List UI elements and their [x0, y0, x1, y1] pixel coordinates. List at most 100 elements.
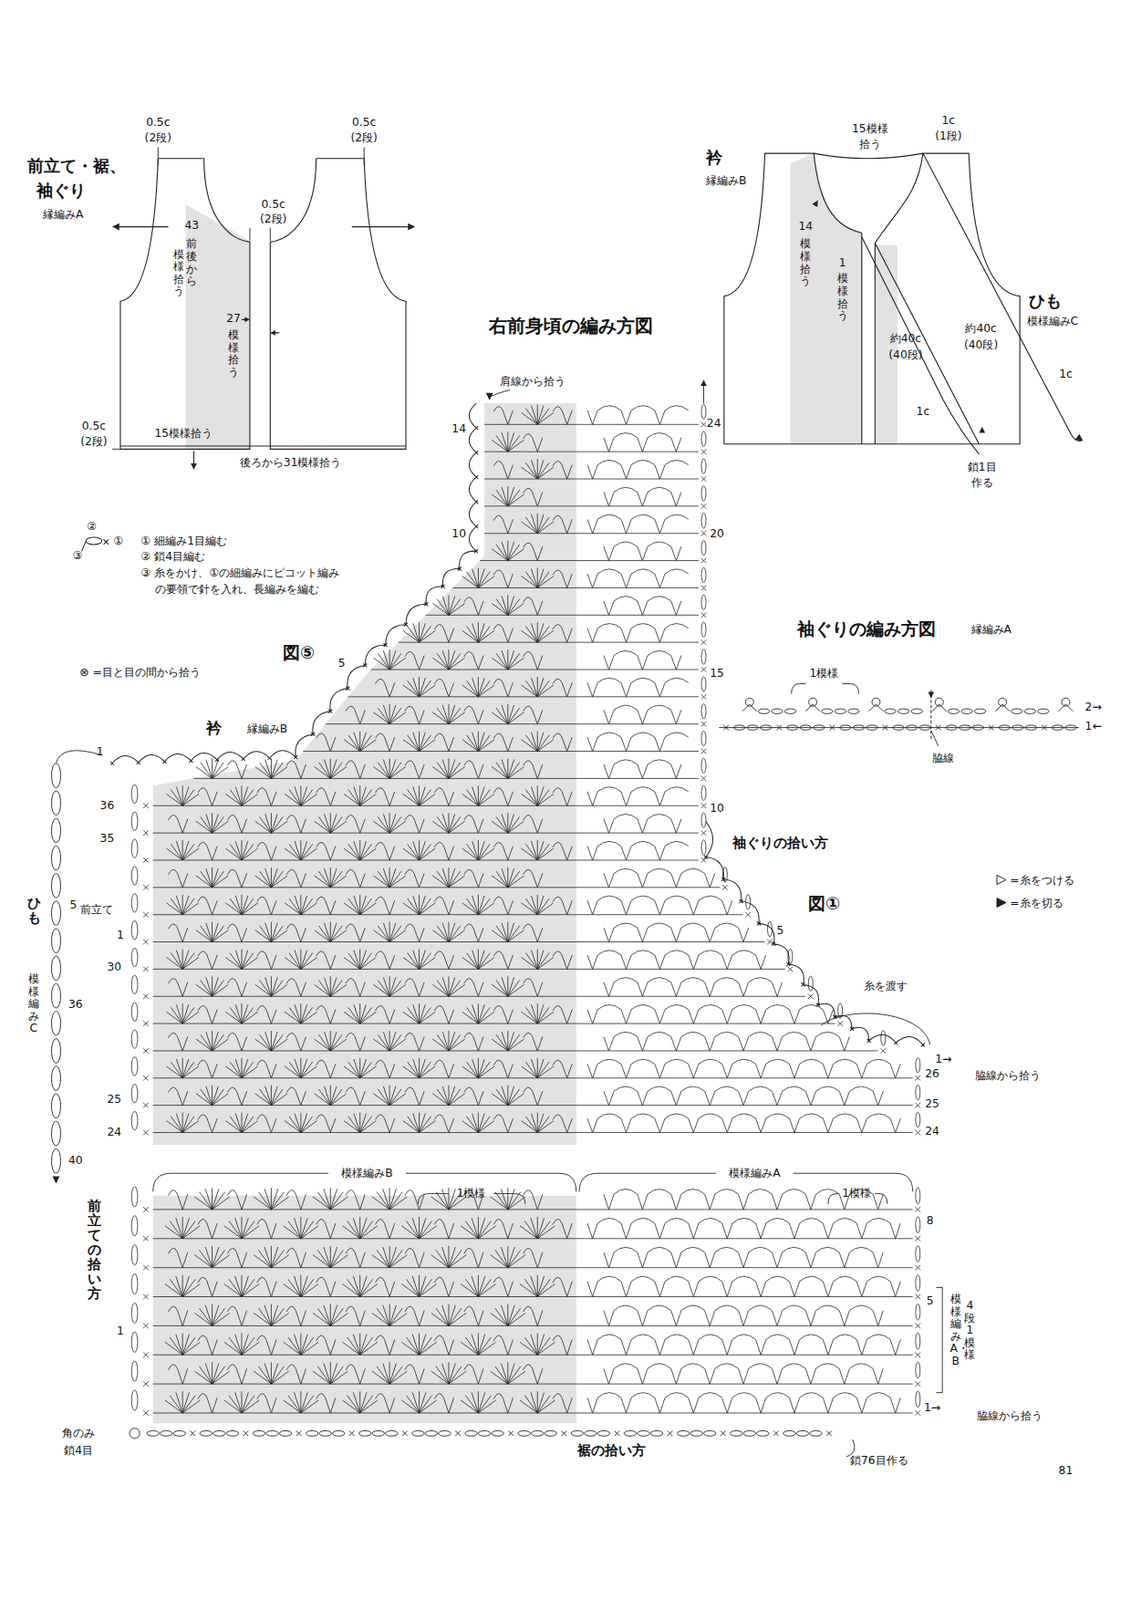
chart-label: (2段) — [259, 212, 287, 226]
chart-label: 作る — [971, 476, 994, 489]
section-heading: 前立て・裾、 — [27, 156, 126, 177]
chart-title: 右前身頃の編み方図 — [488, 315, 654, 337]
vertical-note: 模様拾う — [228, 329, 239, 379]
arrow-heads — [112, 223, 416, 470]
chart-label: ① 細編み1目編む — [140, 534, 228, 548]
collar-shading — [790, 153, 898, 445]
chart-label: 2→ — [1085, 700, 1102, 714]
chart-label: 1模様 — [456, 1186, 487, 1200]
section-heading: 図⑤ — [282, 643, 315, 664]
collar-outline — [724, 153, 1020, 445]
legend-text: =糸を切る — [1009, 894, 1063, 911]
chart-label: ② 鎖4目編む — [140, 549, 206, 563]
tie-lines — [861, 153, 1081, 455]
chart-label: (2段) — [145, 131, 172, 145]
chart-label: (40段) — [888, 348, 923, 362]
chart-label: 1c — [1058, 367, 1073, 381]
chart-label: 30 — [106, 960, 122, 974]
schematic-shading — [185, 204, 250, 449]
chart-label: 1 — [96, 745, 104, 758]
vertical-note: ひも — [27, 896, 42, 926]
chart-label: 鎖76目作る — [850, 1453, 909, 1467]
vertical-note: 前立ての拾い方 — [87, 1198, 102, 1301]
chart-label: 15 — [709, 666, 725, 680]
vertical-note: 模様編みA・B — [950, 1294, 962, 1369]
chart-label: 5 — [338, 656, 346, 670]
section-heading: 袖ぐりの拾い方 — [732, 834, 829, 851]
chart-label: ① — [113, 534, 124, 548]
chart-label: 角のみ — [62, 1426, 95, 1440]
chart-label: (2段) — [350, 131, 377, 145]
chart-label: 27 — [226, 311, 241, 325]
chart-label: 10 — [709, 800, 725, 814]
chart-label: 5 — [70, 898, 78, 912]
chart-label: 10 — [451, 527, 467, 540]
pattern-b-shading — [153, 403, 577, 1423]
chart-label: 26 — [924, 1067, 940, 1080]
chart-label: 拾う — [859, 137, 882, 151]
chart-label: 36 — [100, 798, 115, 812]
chart-label: 5 — [776, 923, 784, 937]
chart-label: 糸を渡す — [863, 979, 908, 993]
chart-label: 25 — [106, 1092, 122, 1106]
chart-label: 約40c — [964, 321, 997, 335]
legend-triangle — [995, 896, 1008, 910]
picot-symbol — [81, 537, 109, 551]
chart-label: 肩線から拾う — [499, 374, 566, 388]
chart-label: 前立て — [80, 902, 114, 916]
chart-label: 脇線から拾う — [975, 1068, 1041, 1081]
vertical-note: 模様拾う — [799, 238, 811, 288]
triangle-mark — [996, 875, 1007, 885]
section-heading: 図① — [808, 893, 841, 914]
chart-label: 脇線から拾う — [976, 1409, 1043, 1422]
dimension-ticks — [112, 146, 364, 449]
chart-label: 20 — [709, 527, 725, 540]
pattern-brackets — [153, 1172, 943, 1392]
chart-label: 1c — [916, 404, 931, 418]
chart-label: 模様編みA — [728, 1166, 780, 1180]
chart-label: 81 — [1058, 1463, 1074, 1477]
section-heading: 袖ぐり — [36, 181, 86, 201]
chart-label: 1模様 — [809, 666, 840, 680]
chart-label: 縁編みA — [42, 207, 84, 221]
chart-label: ③ 糸をかけ、①の細編みにピコット編み — [140, 566, 340, 580]
vertical-note: 模様拾う — [173, 249, 185, 299]
chart-label: 15模様拾う — [154, 426, 213, 440]
chart-label: 0.5c — [82, 419, 106, 433]
carry-yarn-line — [820, 1013, 931, 1045]
chart-label: 縁編みA — [971, 622, 1012, 636]
side-seam-marker — [927, 691, 934, 698]
chart-label: 1模様 — [841, 1186, 872, 1200]
chart-leaders — [491, 385, 705, 404]
triangle-mark — [996, 898, 1007, 908]
edge-stitches — [131, 404, 921, 1416]
chart-label: 1 — [116, 1324, 125, 1338]
armhole-stitches — [718, 684, 1080, 747]
chart-label: 25 — [924, 1097, 940, 1111]
foundation-chain — [129, 1428, 855, 1457]
chart-label: 24 — [924, 1124, 940, 1138]
pickup-arrows — [114, 227, 414, 467]
chart-label: 模様編みB — [341, 1166, 393, 1180]
chart-label: 43 — [184, 218, 199, 232]
chart-label: 鎖4目 — [63, 1443, 94, 1457]
tie-end — [52, 1176, 61, 1184]
chart-label: 0.5c — [145, 115, 170, 129]
section-heading: 袖ぐりの編み方図 — [797, 619, 936, 640]
collar-edging — [110, 403, 478, 766]
chart-label: 15模様 — [851, 122, 889, 135]
chart-label: 36 — [68, 997, 84, 1011]
chart-label: ② — [86, 519, 97, 533]
legend-item: =糸をつける — [995, 871, 1074, 888]
chart-label: 脇線 — [932, 751, 955, 765]
vertical-note: 模様拾う — [836, 272, 848, 322]
chart-label: 1← — [1085, 719, 1102, 733]
armhole-edging — [704, 820, 925, 1047]
chart-label: 0.5c — [352, 115, 376, 129]
chart-label: (1段) — [934, 129, 962, 143]
chart-label: 24 — [706, 416, 722, 430]
chart-label: 5 — [926, 1294, 934, 1308]
chart-label: (2段) — [80, 435, 107, 448]
